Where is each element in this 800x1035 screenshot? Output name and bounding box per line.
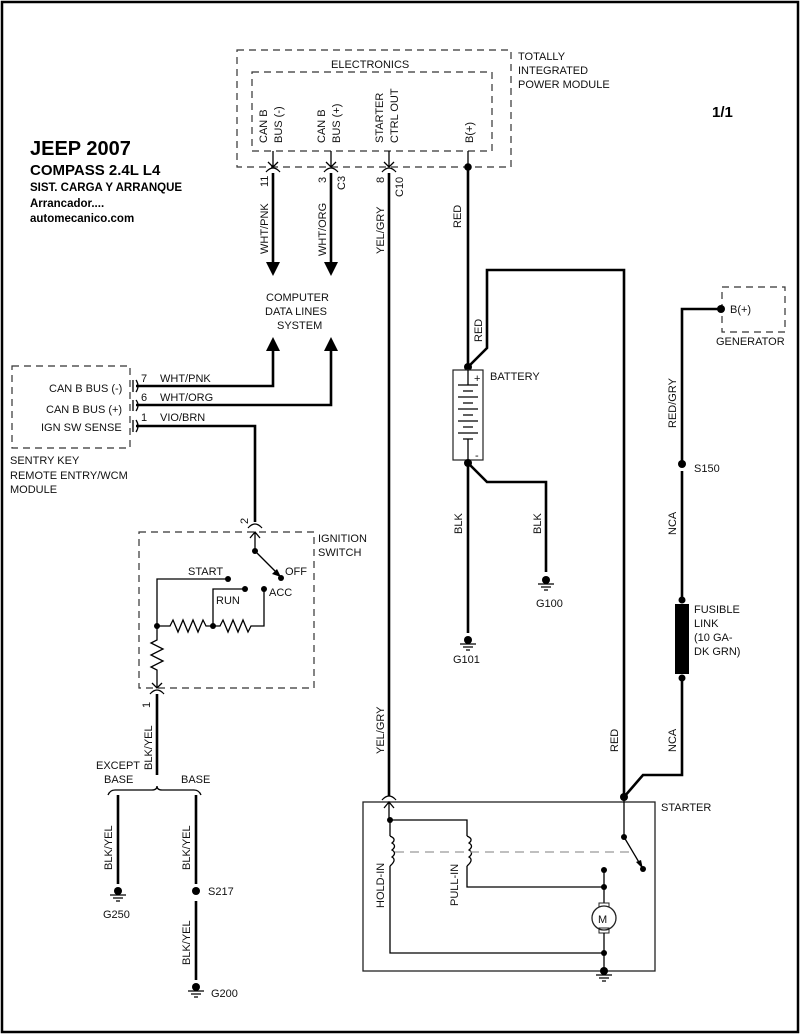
generator-circuit: B(+) GENERATOR RED/GRY S150 NCA FUSIBLE … [620,286,786,801]
wire-label-starter-ctrl-lower: YEL/GRY [375,706,387,754]
tipm-pin1-number: 11 [259,176,271,187]
fusible-link-symbol [675,604,689,674]
ign-pos-off: OFF [285,566,307,578]
ign-pin-out: 1 [141,702,153,708]
header-site: automecanico.com [30,213,134,225]
tipm-pin3-label2: CTRL OUT [389,88,401,143]
page-number: 1/1 [712,104,733,121]
computer-data-lines-3: SYSTEM [277,320,322,332]
starter-control-wire: YEL/GRY YEL/GRY [375,173,397,801]
wire-label-base-upper: BLK/YEL [181,825,193,870]
header-subtitle: Arrancador.... [30,198,104,210]
wcm-name-2: REMOTE ENTRY/WCM [10,470,128,482]
header-model: COMPASS 2.4L L4 [30,162,161,179]
branch-base: BASE [181,774,210,786]
wire-label-can-minus: WHT/PNK [259,203,271,254]
tipm-pin3-connector: C10 [394,177,406,197]
fusible-link-3: (10 GA- [694,632,733,644]
motor-symbol [591,905,617,931]
ign-pos-start: START [188,566,223,578]
header: JEEP 2007 COMPASS 2.4L L4 SIST. CARGA Y … [30,104,733,225]
wire-label-except-base: BLK/YEL [103,825,115,870]
wcm-pin2-number: 6 [141,392,147,404]
wcm-pin1-number: 7 [141,373,147,385]
tipm-name-1: TOTALLY [518,51,566,63]
wcm-name-1: SENTRY KEY [10,455,80,467]
branch-except-1: EXCEPT [96,760,140,772]
starter-label: STARTER [661,802,711,814]
fusible-link-1: FUSIBLE [694,604,740,616]
ign-pos-acc: ACC [269,587,292,599]
ign-pos-run: RUN [216,595,240,607]
wcm-pin3-number: 1 [141,412,147,424]
wire-label-can-plus: WHT/ORG [317,203,329,256]
wcm-pin2-wire: WHT/ORG [160,392,213,404]
header-title: JEEP 2007 [30,138,131,160]
tipm-pin2-label2: BUS (+) [331,104,343,143]
wcm-pin1-label: CAN B BUS (-) [49,383,122,395]
battery-pos-sign: + [474,373,480,385]
ground-g100: G100 [536,598,563,610]
tipm-pin1-label1: CAN B [258,109,270,143]
tipm-pin1-label2: BUS (-) [273,106,285,143]
ign-ground-circuit: BLK/YEL EXCEPT BASE BASE BLK/YEL G250 BL… [96,694,238,1000]
battery-neg-sign: - [475,450,479,462]
ground-g250: G250 [103,909,130,921]
fusible-link-4: DK GRN) [694,646,740,658]
wire-label-battery-neg-g101: BLK [453,513,465,534]
wire-label-battery-neg-g100: BLK [532,513,544,534]
wire-label-starter-ctrl: YEL/GRY [375,206,387,254]
ign-switch-name-1: IGNITION [318,533,367,545]
starter: STARTER HOLD-IN PULL-IN M [362,797,711,982]
ground-g200: G200 [211,988,238,1000]
computer-data-lines-1: COMPUTER [266,292,329,304]
wire-label-base-lower: BLK/YEL [181,920,193,965]
tipm-electronics-label: ELECTRONICS [331,59,409,71]
branch-except-2: BASE [104,774,133,786]
wcm-pin2-label: CAN B BUS (+) [46,404,122,416]
splice-s150: S150 [694,463,720,475]
starter-hold-in: HOLD-IN [375,863,387,908]
wire-label-battery-pos: RED [473,319,485,342]
generator-label: GENERATOR [716,336,785,348]
tipm-pin3-number: 8 [375,177,387,183]
tipm-module: ELECTRONICS TOTALLY INTEGRATED POWER MOD… [236,49,610,197]
can-bus-wires: WHT/PNK WHT/ORG COMPUTER DATA LINES SYST… [136,173,338,407]
tipm-name-3: POWER MODULE [518,79,610,91]
computer-data-lines-2: DATA LINES [265,306,327,318]
tipm-pin2-label1: CAN B [316,109,328,143]
generator-terminal: B(+) [730,304,751,316]
wire-label-starter-red: RED [609,729,621,752]
wcm-pin3-label: IGN SW SENSE [41,422,122,434]
tipm-pin4-label2: B(+) [464,122,476,143]
wire-label-gen-out: RED/GRY [667,377,679,428]
wire-label-nca-upper: NCA [667,511,679,535]
battery-label: BATTERY [490,371,540,383]
fusible-link-2: LINK [694,618,719,630]
battery-circuit: RED RED + - BATTERY BLK G101 BLK G100 RE… [452,167,626,797]
wire-label-ign-out: BLK/YEL [143,725,155,770]
header-system: SIST. CARGA Y ARRANQUE [30,182,182,194]
tipm-name-2: INTEGRATED [518,65,588,77]
wire-label-tipm-bplus: RED [452,205,464,228]
wcm-name-3: MODULE [10,484,57,496]
ign-pin-in: 2 [239,518,251,524]
ignition-switch: IGNITION SWITCH 2 OFF START RUN ACC 1 [138,518,367,708]
wcm-module: CAN B BUS (-) CAN B BUS (+) IGN SW SENSE… [10,365,257,522]
ground-g101: G101 [453,654,480,666]
tipm-pin2-connector: C3 [336,176,348,190]
wire-label-nca-lower: NCA [667,728,679,752]
motor-label: M [598,914,607,926]
ign-switch-name-2: SWITCH [318,547,361,559]
tipm-pin2-number: 3 [317,177,329,183]
wcm-pin1-wire: WHT/PNK [160,373,211,385]
starter-pull-in: PULL-IN [449,864,461,906]
tipm-pin3-label1: STARTER [374,93,386,143]
wcm-pin3-wire: VIO/BRN [160,412,205,424]
splice-s217: S217 [208,886,234,898]
